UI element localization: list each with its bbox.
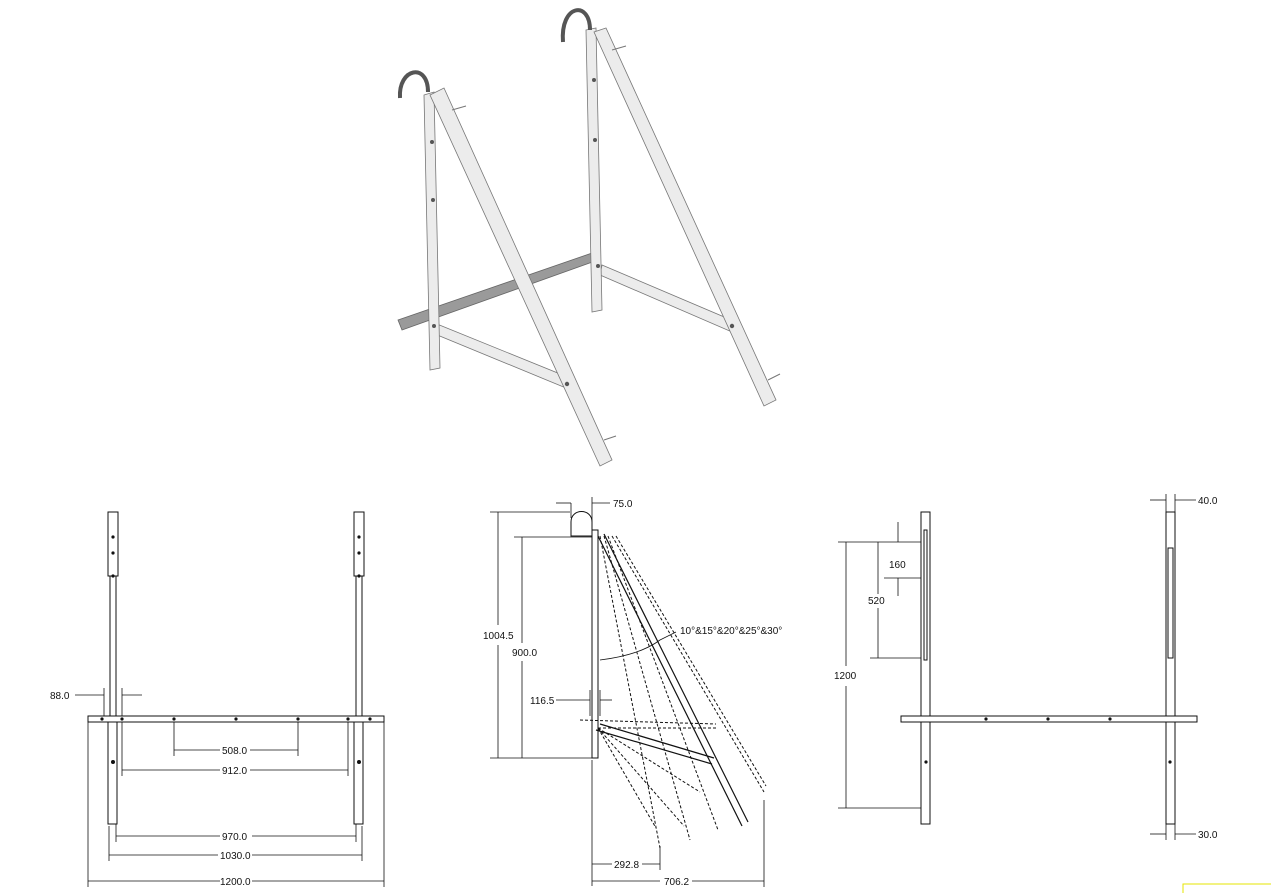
right-dim-30: 30.0 [1198,830,1218,841]
iso-pins [451,45,781,441]
front-dim-970: 970.0 [222,832,247,843]
iso-left-diagonal-leg [429,87,613,467]
side-view: 75.0 1004.5 900.0 116.5 292.8 706.2 10°&… [483,497,782,888]
front-right-leg [353,721,364,825]
corner-mark [1182,883,1271,893]
side-hook [570,511,593,537]
right-view-left-post [920,511,931,825]
front-left-leg [107,721,118,825]
iso-right-post [585,27,603,313]
right-dim-160: 160 [889,560,906,571]
front-holes [100,535,372,764]
side-dim-116-5: 116.5 [530,696,555,707]
iso-right-hook [560,8,592,43]
right-dim-40: 40.0 [1198,496,1218,507]
right-view-dim-lines [838,494,1196,840]
side-dim-lines [490,497,765,887]
iso-right-diagonal-leg [593,27,777,407]
front-dim-508: 508.0 [222,746,247,757]
side-dim-75: 75.0 [613,499,633,510]
front-left-post-tube [109,575,117,717]
right-view-holes [924,717,1172,764]
side-dim-292-8: 292.8 [614,860,639,871]
side-legs-solid [595,533,749,827]
iso-left-hook [397,70,430,99]
front-right-upper-post [353,511,365,577]
right-view: 160 520 1200 40.0 30.0 [834,494,1218,841]
side-dim-706-2: 706.2 [664,877,689,888]
side-legs-dashed [579,535,767,849]
right-view-right-slot [1167,547,1174,659]
iso-left-post [423,91,441,371]
right-view-left-slot [923,529,928,661]
side-dim-900: 900.0 [512,648,537,659]
front-view: 88.0 508.0 912.0 970.0 1030.0 1200.0 [50,511,385,888]
isometric-bracket-view [397,8,781,467]
front-right-post-tube [355,575,363,717]
front-dim-88: 88.0 [50,691,70,702]
front-dim-912: 912.0 [222,766,247,777]
right-dim-1200: 1200 [834,671,857,682]
front-left-upper-post [107,511,119,577]
iso-bolts [430,78,735,387]
right-view-right-post [1165,511,1176,825]
side-angles-note: 10°&15°&20°&25°&30° [680,626,782,637]
front-dim-lines [75,688,385,887]
front-dim-1030: 1030.0 [220,851,251,862]
side-post [591,529,599,759]
side-dim-1004-5: 1004.5 [483,631,514,642]
front-dim-1200: 1200.0 [220,877,251,888]
right-dim-520: 520 [868,596,885,607]
